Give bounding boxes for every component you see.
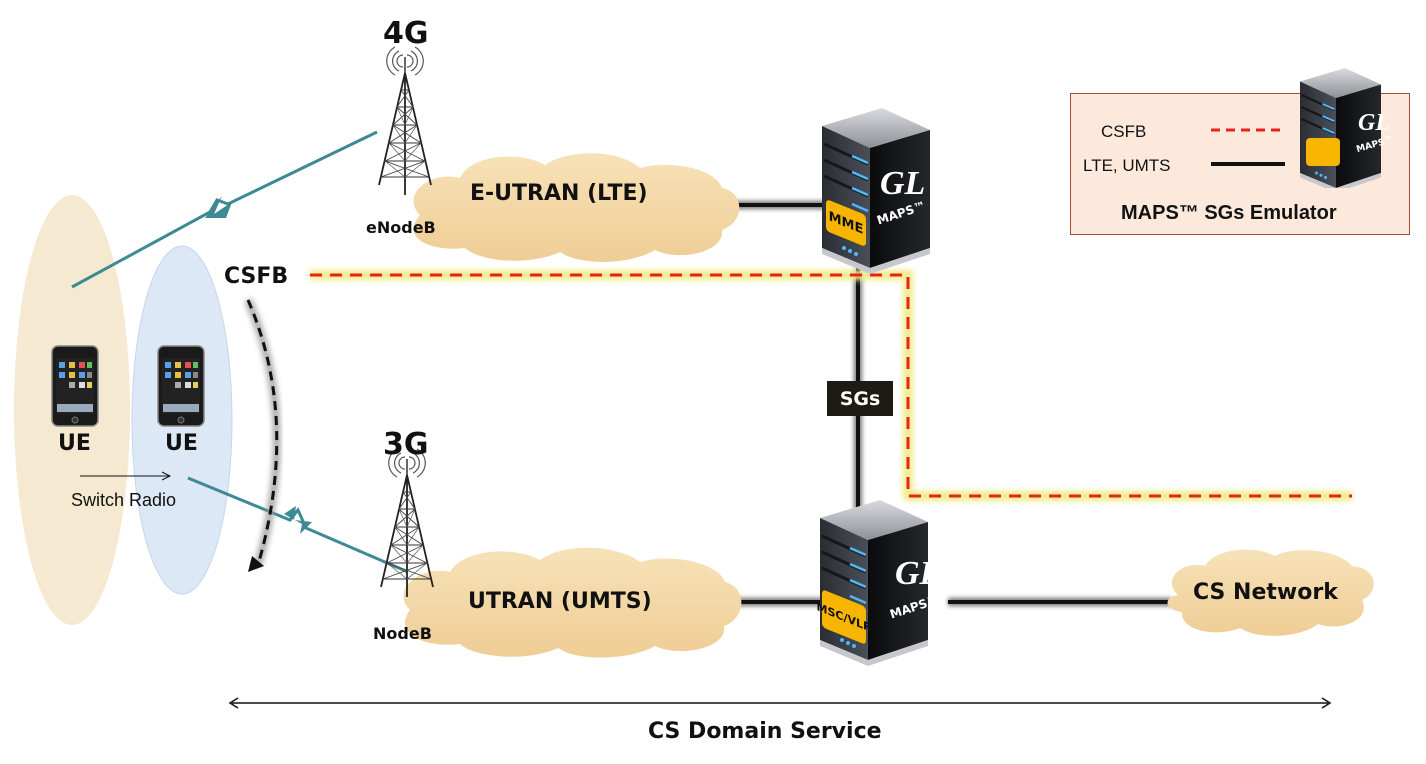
switch-radio-label: Switch Radio: [71, 490, 177, 510]
ue-right-label: UE: [165, 431, 198, 456]
legend-csfb-label: CSFB: [1101, 122, 1147, 141]
utran-cloud: [403, 547, 742, 658]
ue-left-label: UE: [58, 431, 91, 456]
umts-radio-link: [187, 476, 409, 574]
cs-network-cloud: [1167, 549, 1374, 636]
enodeb-tower-icon: [378, 46, 432, 196]
enodeb-label: eNodeB: [366, 218, 436, 237]
legend-server-screen: [1306, 138, 1340, 166]
sgs-interface-badge: SGs: [827, 381, 893, 416]
cs-domain-span-arrow: [228, 697, 1332, 709]
eutran-cloud: [413, 153, 740, 262]
mme-server-brand: GL: [880, 165, 926, 202]
umts-generation-label: 3G: [383, 427, 429, 462]
umts-radio-bolt: [284, 506, 312, 534]
nodeb-label: NodeB: [373, 624, 432, 643]
csfb-label: CSFB: [224, 264, 289, 289]
cs-network-label: CS Network: [1193, 580, 1338, 605]
legend-lte-umts-label: LTE, UMTS: [1083, 156, 1171, 175]
lte-radio-link: [71, 130, 378, 289]
cs-domain-service-label: CS Domain Service: [648, 719, 882, 744]
msc-server-brand: GL: [895, 555, 941, 592]
lte-generation-label: 4G: [383, 16, 429, 51]
csfb-transition-arrow: [244, 298, 281, 572]
legend-line-samples: [1209, 125, 1287, 168]
ue-phone-right-icon: [157, 345, 205, 427]
network-links: [732, 201, 1172, 606]
switch-radio-arrow: [80, 471, 172, 481]
legend-server-brand: GL: [1358, 110, 1390, 136]
legend-caption: MAPS™ SGs Emulator: [1121, 202, 1337, 224]
legend-server-icon: [1300, 68, 1383, 188]
csfb-path: [310, 270, 1352, 501]
lte-radio-bolt: [205, 196, 232, 218]
ue-phone-left-icon: [51, 345, 99, 427]
eutran-label: E-UTRAN (LTE): [470, 181, 648, 206]
utran-label: UTRAN (UMTS): [468, 589, 652, 614]
